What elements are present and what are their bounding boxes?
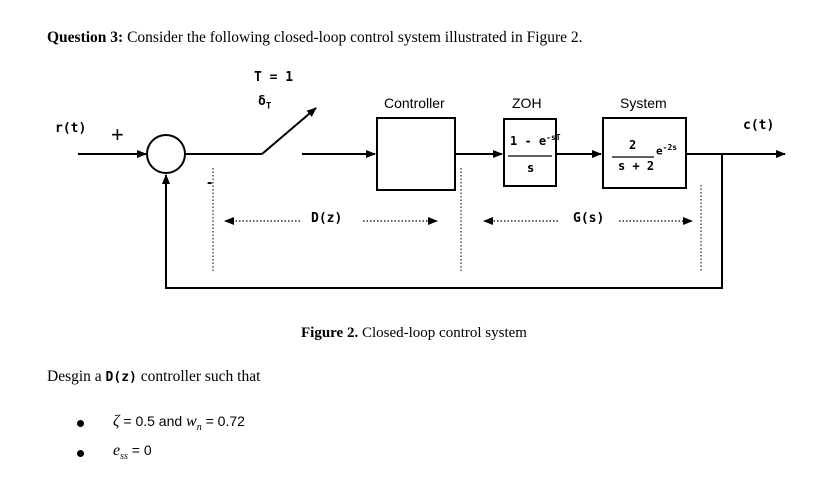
figure-caption: Figure 2. Closed-loop control system bbox=[301, 325, 527, 342]
zeta-value: = 0.5 and bbox=[119, 413, 187, 429]
wn-symbol: w bbox=[186, 413, 197, 430]
task-suffix: controller such that bbox=[136, 368, 261, 385]
task-statement: Desgin a D(z) controller such that bbox=[47, 368, 260, 386]
task-controller: D(z) bbox=[105, 370, 137, 385]
controller-block bbox=[376, 117, 456, 191]
impulse-label: δT bbox=[258, 94, 271, 112]
figure-caption-text: Closed-loop control system bbox=[358, 325, 527, 341]
zoh-exponent: -sT bbox=[546, 133, 561, 142]
plus-sign: + bbox=[111, 122, 124, 147]
system-numerator: 2 bbox=[629, 138, 637, 152]
system-label: System bbox=[620, 95, 667, 111]
zoh-numerator: 1 - e-sT bbox=[510, 133, 561, 148]
wn-value: = 0.72 bbox=[201, 413, 245, 429]
feedback-path bbox=[162, 154, 723, 289]
ess-subscript: ss bbox=[120, 450, 128, 462]
zeta-symbol: ζ bbox=[113, 413, 120, 430]
condition-damping: ζ = 0.5 and wn = 0.72 bbox=[113, 413, 245, 433]
zoh-numerator-text: 1 - e bbox=[510, 134, 547, 148]
system-delay: e-2s bbox=[656, 143, 677, 158]
question-number: Question 3: bbox=[47, 29, 124, 46]
impulse-symbol: δ bbox=[258, 94, 266, 109]
wn-subscript: n bbox=[196, 421, 202, 433]
bullet-icon bbox=[77, 450, 84, 457]
question-heading: Question 3: Consider the following close… bbox=[47, 29, 583, 47]
ess-symbol: e bbox=[113, 442, 121, 459]
system-block bbox=[602, 117, 687, 189]
condition-steady-state-error: ess = 0 bbox=[113, 442, 152, 462]
controller-label: Controller bbox=[384, 95, 445, 111]
zoh-label: ZOH bbox=[512, 95, 542, 111]
gs-label: G(s) bbox=[573, 211, 605, 226]
task-prefix: Desgin a bbox=[47, 368, 106, 385]
bullet-icon bbox=[77, 420, 84, 427]
question-text: Consider the following closed-loop contr… bbox=[123, 29, 583, 46]
output-label: c(t) bbox=[743, 118, 775, 133]
ess-value: = 0 bbox=[127, 442, 152, 458]
system-delay-exponent: -2s bbox=[662, 143, 678, 152]
zoh-block bbox=[503, 118, 557, 187]
system-delay-base: e bbox=[656, 144, 663, 158]
sampling-period-label: T = 1 bbox=[254, 70, 294, 85]
zoh-denominator: s bbox=[527, 161, 535, 175]
minus-sign: - bbox=[207, 174, 213, 191]
summing-junction bbox=[146, 134, 186, 174]
impulse-subscript: T bbox=[265, 101, 272, 112]
dz-label: D(z) bbox=[311, 211, 343, 226]
sampler-switch bbox=[261, 107, 317, 155]
system-denominator: s + 2 bbox=[618, 159, 655, 173]
input-label: r(t) bbox=[55, 121, 87, 136]
figure-number: Figure 2. bbox=[301, 325, 359, 341]
